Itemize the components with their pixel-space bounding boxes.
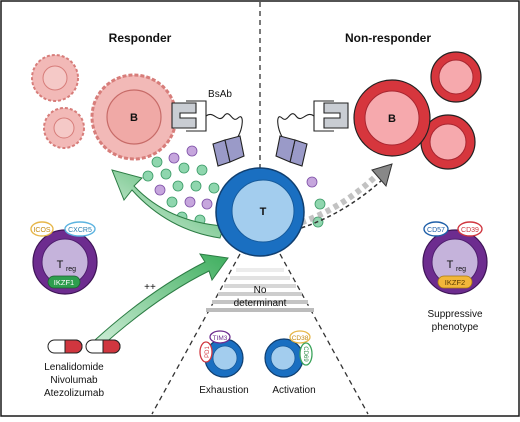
- treg-left-label: T: [57, 259, 64, 271]
- activation-label: Activation: [272, 385, 315, 396]
- drug-capsule-1: [47, 339, 83, 354]
- drug-lenalidomide: Lenalidomide: [44, 362, 104, 373]
- suppressive-label-1: Suppressive: [427, 309, 482, 320]
- cd69-marker: [299, 342, 313, 366]
- cd39-marker: [457, 221, 483, 237]
- activation-cell: [264, 330, 313, 378]
- treg-left-sub: reg: [66, 266, 76, 273]
- ikzf2-badge: [437, 275, 473, 289]
- cxcr5-marker: [64, 221, 96, 237]
- ikzf1-badge: [47, 275, 81, 289]
- tim3-marker: [209, 330, 231, 344]
- suppressive-label-2: phenotype: [432, 322, 479, 333]
- tim3-label: TIM3: [213, 335, 228, 342]
- bsab-right: [275, 100, 349, 167]
- cd39-label: CD39: [461, 227, 479, 234]
- icos-label: ICOS: [33, 227, 50, 234]
- non-responder-b-cells: B: [353, 51, 482, 170]
- cd38-marker: [289, 330, 311, 344]
- treg-right-sub: reg: [456, 266, 466, 273]
- exhaustion-label: Exhaustion: [199, 385, 248, 396]
- t-cell: [215, 167, 305, 257]
- plus-label: ++: [144, 282, 156, 293]
- cd57-marker: [423, 221, 449, 237]
- ikzf2-label: IKZF2: [445, 278, 465, 287]
- bsab-left: [171, 100, 245, 167]
- cxcr5-label: CXCR5: [68, 227, 92, 234]
- icos-marker: [30, 221, 54, 237]
- treg-right-label: T: [447, 259, 454, 271]
- drug-atezolizumab: Atezolizumab: [44, 388, 104, 399]
- cd57-label: CD57: [427, 227, 445, 234]
- nonresponder-b-cell-main: [353, 79, 431, 157]
- responder-b-cell-small-2: [43, 107, 85, 149]
- t-cell-label: T: [260, 206, 267, 218]
- b-cell-label-right: B: [388, 113, 396, 125]
- no-determinant-label-1: No: [254, 285, 267, 296]
- right-diagonal-divider: [279, 253, 369, 415]
- nonresponder-b-cell-bottom: [420, 114, 476, 170]
- bsab-label: BsAb: [208, 89, 232, 100]
- non-responder-heading: Non-responder: [345, 31, 431, 45]
- drug-capsule-2: [85, 339, 121, 354]
- treg-right: [422, 221, 488, 295]
- nonresponder-b-cell-top: [430, 51, 482, 103]
- responder-heading: Responder: [109, 31, 172, 45]
- drug-green-arrow: [94, 253, 229, 347]
- left-diagonal-divider: [151, 253, 241, 415]
- treg-left: [30, 221, 98, 295]
- cd69-label: CD69: [302, 346, 308, 362]
- cd38-label: CD38: [292, 335, 309, 342]
- drug-nivolumab: Nivolumab: [50, 375, 98, 386]
- pd1-marker: [199, 341, 213, 363]
- responder-b-cell-small-1: [31, 54, 79, 102]
- curved-green-arrow: [111, 169, 225, 239]
- exhaustion-cell: [199, 330, 244, 378]
- ikzf1-label: IKZF1: [54, 278, 74, 287]
- no-determinant-label-2: determinant: [234, 298, 287, 309]
- b-cell-label-left: B: [130, 112, 138, 124]
- no-determinant-bars: [206, 268, 314, 312]
- pd1-label: PD1: [205, 346, 211, 358]
